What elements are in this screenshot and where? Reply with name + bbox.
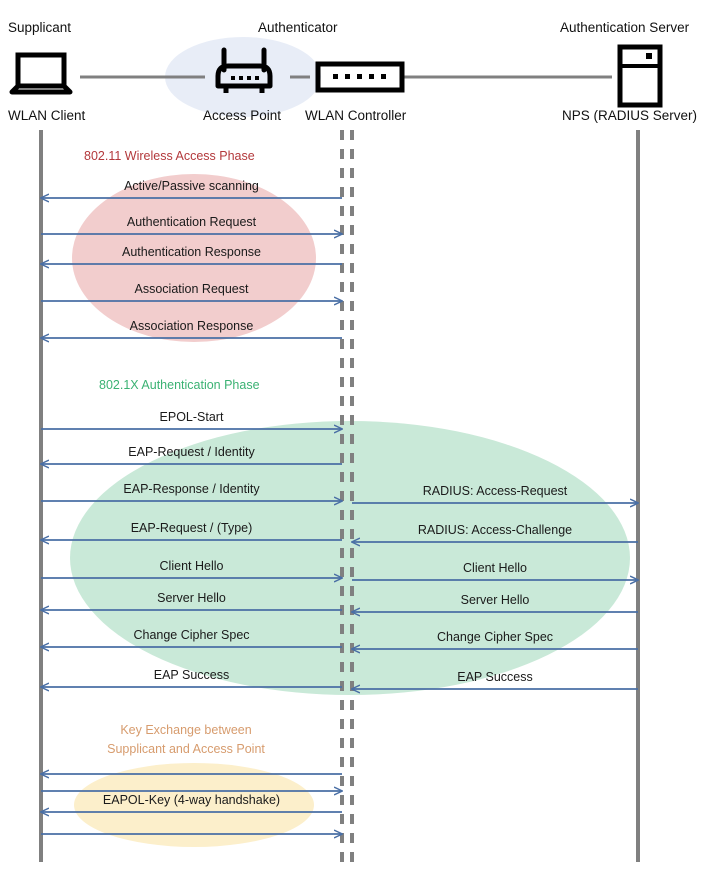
message-label: Association Response: [129, 319, 254, 333]
actor-device-supplicant: WLAN Client: [8, 108, 86, 123]
message-label: EAP-Request / Identity: [128, 445, 255, 459]
message-label: EAP Success: [153, 668, 230, 682]
message-label: Server Hello: [157, 591, 226, 605]
phase-title-8021x: 802.1X Authentication Phase: [99, 378, 260, 392]
phase-title-80211: 802.11 Wireless Access Phase: [84, 149, 255, 163]
message-label: RADIUS: Access-Challenge: [417, 523, 573, 537]
actor-role-supplicant: Supplicant: [8, 20, 72, 35]
message-label: EPOL-Start: [159, 410, 224, 424]
phase-title-key-exchange-line2: Supplicant and Access Point: [107, 742, 265, 756]
actor-device-wlan-controller: WLAN Controller: [305, 108, 407, 123]
laptop-icon: [9, 52, 73, 95]
message-label: Active/Passive scanning: [124, 179, 259, 193]
message-label: Authentication Request: [126, 215, 257, 229]
actor-device-auth-server: NPS (RADIUS Server): [562, 108, 698, 123]
message-label: Association Request: [134, 282, 249, 296]
actor-role-auth-server: Authentication Server: [560, 20, 690, 35]
phase-ellipse-key-exchange: [74, 763, 314, 847]
message-label: Change Cipher Spec: [133, 628, 250, 642]
message-arrows-left: [41, 198, 342, 834]
wireless-access-point-icon: [215, 47, 273, 93]
message-label: RADIUS: Access-Request: [422, 484, 568, 498]
message-label: EAP Success: [457, 670, 533, 684]
phase-title-key-exchange-line1: Key Exchange between: [120, 723, 252, 737]
message-label: Client Hello: [463, 561, 527, 575]
message-label: Authentication Response: [122, 245, 261, 259]
server-icon: [617, 44, 663, 108]
message-label: EAP-Response / Identity: [123, 482, 260, 496]
message-label: Server Hello: [460, 593, 530, 607]
phase-ellipse-80211: [72, 174, 316, 342]
message-label: EAPOL-Key (4-way handshake): [102, 793, 281, 807]
actor-device-access-point: Access Point: [203, 108, 282, 123]
message-label: Client Hello: [159, 559, 224, 573]
phase-title-key-exchange: Key Exchange between Supplicant and Acce…: [101, 721, 271, 759]
message-arrows-right: [352, 503, 638, 689]
message-label: EAP-Request / (Type): [130, 521, 253, 535]
message-label: Change Cipher Spec: [436, 630, 554, 644]
wlan-controller-icon: [315, 61, 405, 93]
actor-role-authenticator: Authenticator: [258, 20, 338, 35]
